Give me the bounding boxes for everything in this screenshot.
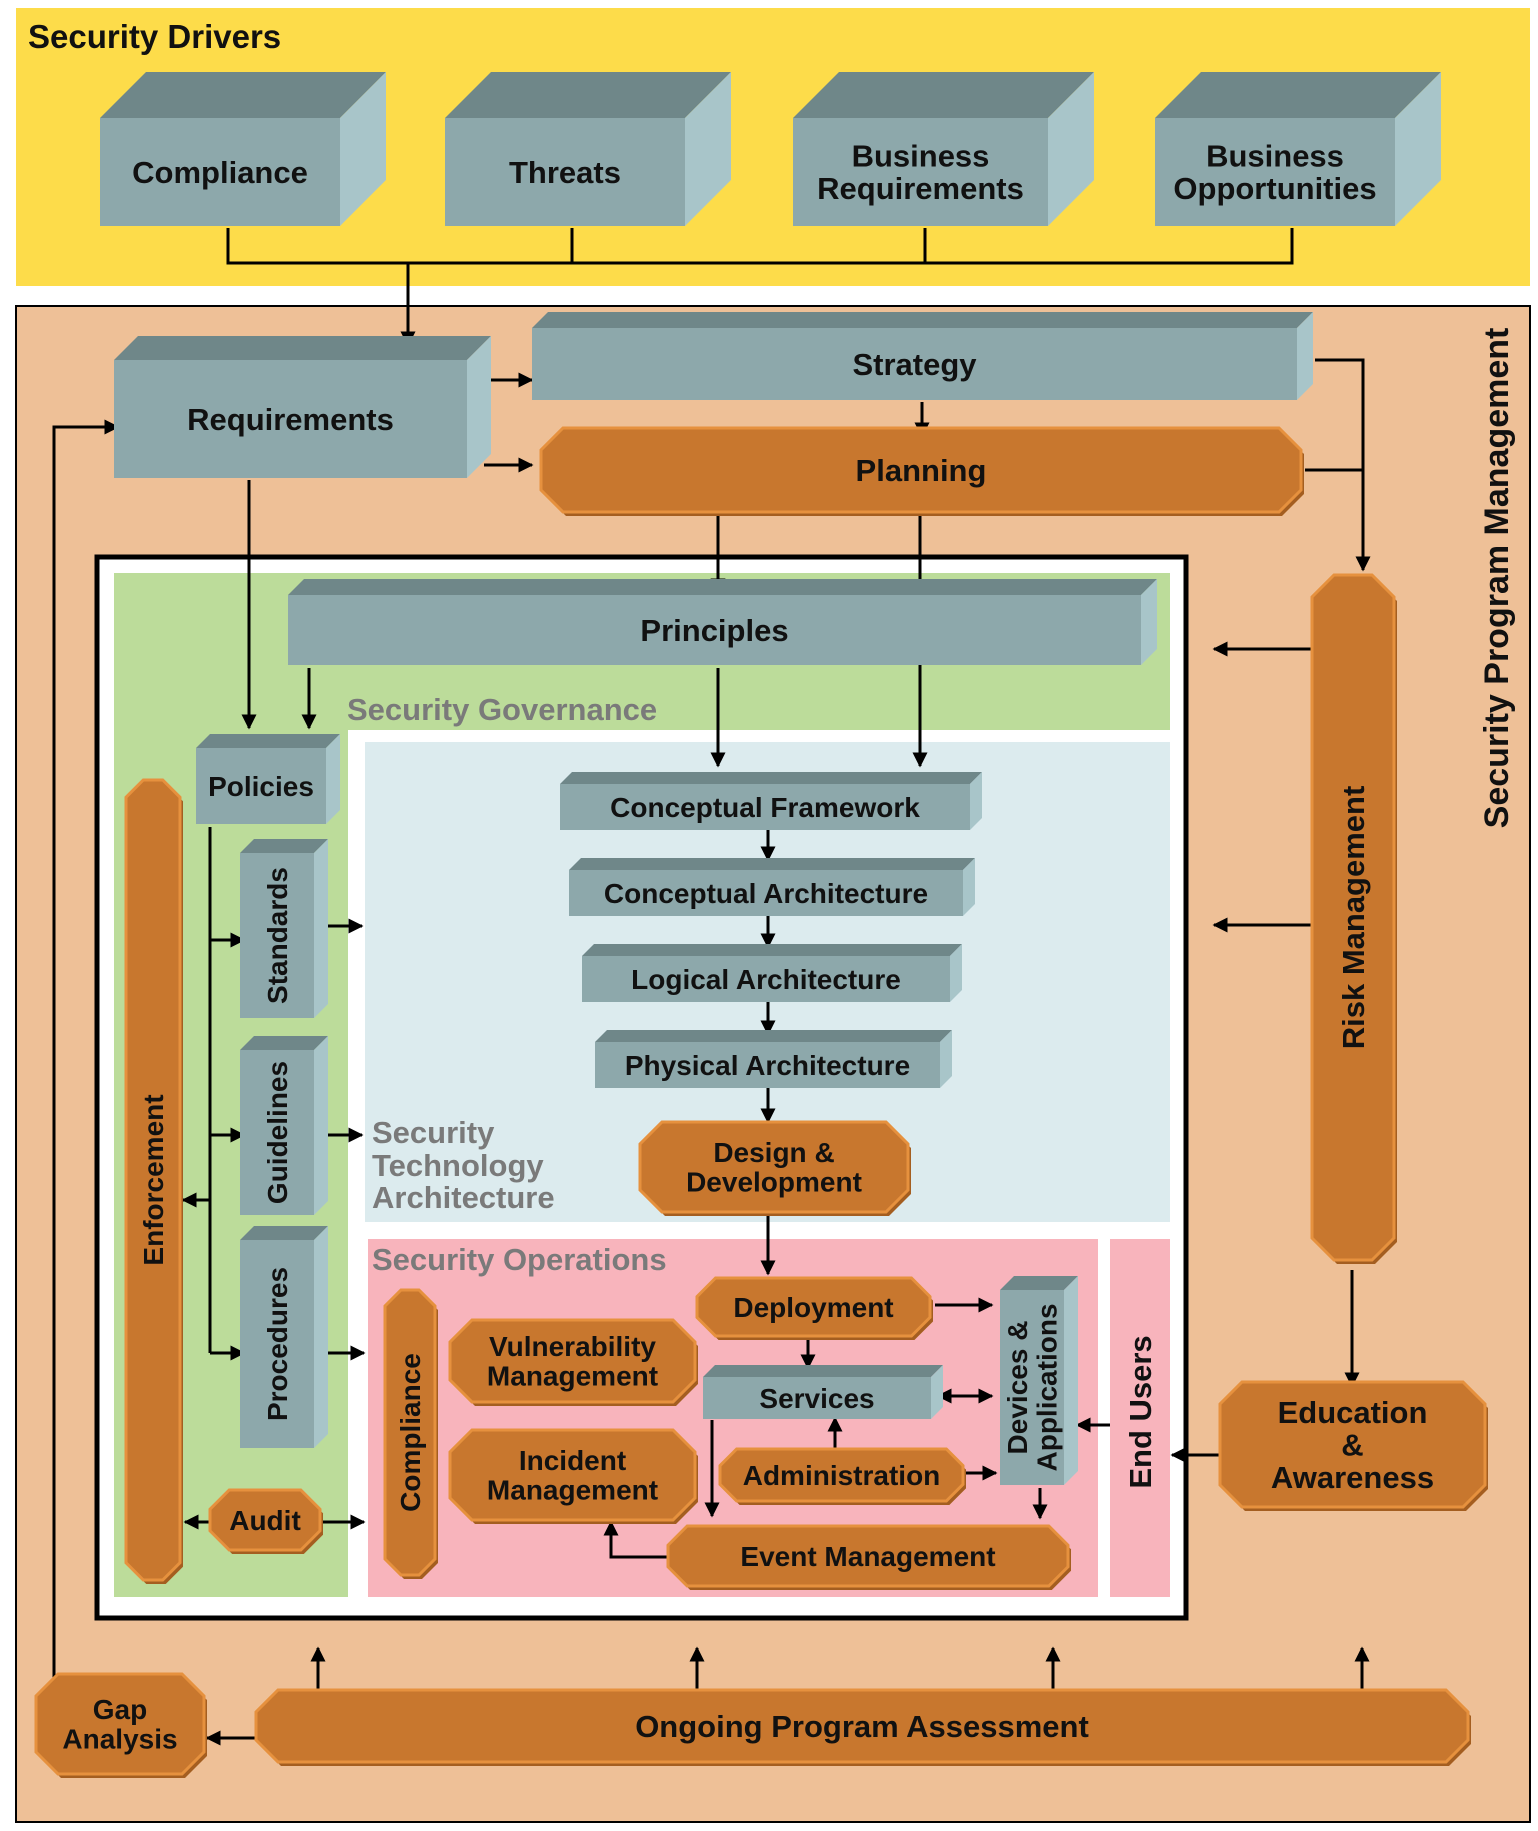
shape-label: Compliance (132, 155, 308, 190)
shape-label: Services (759, 1383, 874, 1414)
assessment-octagon: Ongoing Program Assessment (254, 1688, 1471, 1766)
shape-label: Strategy (852, 347, 977, 382)
shape-label: Business (1206, 139, 1344, 174)
shape-label: Analysis (62, 1724, 177, 1755)
shape-label: Development (686, 1167, 862, 1198)
deployment-octagon: Deployment (695, 1276, 933, 1340)
enforcement-octagon: Enforcement (124, 778, 183, 1584)
strategy-box: Strategy (532, 312, 1313, 400)
shape-label: Principles (640, 613, 788, 648)
services-box: Services (703, 1365, 943, 1419)
shape-label: Vulnerability (489, 1331, 656, 1362)
shape-label: Management (487, 1475, 658, 1506)
driver-threats: Threats (445, 72, 731, 226)
logical-architecture-box: Logical Architecture (582, 944, 962, 1002)
shape-label: Physical Architecture (625, 1050, 910, 1081)
shape-label: Awareness (1271, 1460, 1434, 1495)
shape-label: Compliance (395, 1353, 426, 1512)
driver-compliance: Compliance (100, 72, 386, 226)
standards-box: Standards (240, 839, 328, 1018)
shape-label: Requirements (187, 402, 394, 437)
planning-octagon: Planning (539, 426, 1304, 516)
policies-box: Policies (196, 734, 340, 824)
technology-title-line: Technology (372, 1148, 544, 1183)
requirements-box: Requirements (114, 336, 491, 478)
shape-label: Enforcement (138, 1094, 169, 1265)
shape-label: Policies (208, 771, 314, 802)
shape-label: & (1341, 1427, 1363, 1462)
shape-label: Threats (509, 155, 621, 190)
shape-label: Deployment (733, 1292, 893, 1323)
shape-label: Guidelines (262, 1061, 293, 1204)
security-governance-title: Security Governance (347, 692, 657, 727)
security-drivers-title: Security Drivers (28, 18, 281, 55)
security-program-title: Security Program Management (1478, 328, 1516, 829)
devices-applications-box: Devices &Applications (1000, 1276, 1078, 1485)
shape-label: Requirements (817, 171, 1024, 206)
event-management-octagon: Event Management (666, 1524, 1071, 1590)
shape-label: Procedures (262, 1267, 293, 1421)
shape-label: Administration (743, 1460, 941, 1491)
shape-label: Risk Management (1336, 786, 1371, 1050)
risk-management-octagon: Risk Management (1310, 573, 1397, 1264)
shape-label: Audit (229, 1505, 301, 1536)
end-users-label: End Users (1123, 1335, 1158, 1488)
shape-label: Gap (93, 1694, 147, 1725)
shape-label: Logical Architecture (631, 964, 901, 995)
connectors (52, 228, 1371, 1746)
principles-box: Principles (288, 579, 1157, 665)
education-octagon: Education&Awareness (1218, 1380, 1488, 1511)
security-operations-title: Security Operations (372, 1242, 667, 1277)
security-technology-architecture-label: Security Technology Architecture (372, 1115, 555, 1215)
shape-label: Ongoing Program Assessment (635, 1709, 1089, 1744)
technology-title-line: Security (372, 1115, 495, 1150)
arrow-event-to-incident (603, 1520, 668, 1559)
end-users-region: End Users (1110, 1239, 1170, 1597)
shape-label: Design & (713, 1137, 834, 1168)
shape-label: Opportunities (1173, 171, 1376, 206)
procedures-box: Procedures (240, 1226, 328, 1448)
shape-label: Devices & (1002, 1321, 1033, 1455)
drivers-bus-line (226, 228, 1294, 265)
design-development-octagon: Design &Development (638, 1120, 911, 1216)
arrow-gap-to-requirements (52, 419, 120, 1690)
shape-label: Planning (856, 453, 987, 488)
audit-octagon: Audit (208, 1488, 323, 1554)
shape-label: Applications (1032, 1303, 1063, 1471)
shape-label: Conceptual Framework (610, 792, 920, 823)
administration-octagon: Administration (718, 1447, 966, 1505)
shape-label: Education (1278, 1395, 1428, 1430)
compliance-octagon: Compliance (383, 1288, 438, 1579)
conceptual-framework-box: Conceptual Framework (560, 772, 982, 830)
shape-label: Event Management (740, 1541, 995, 1572)
shape-label: Incident (519, 1445, 626, 1476)
technology-title-line: Architecture (372, 1180, 555, 1215)
shape-label: Conceptual Architecture (604, 878, 928, 909)
arrow-strategy-to-risk (1315, 358, 1371, 572)
guidelines-box: Guidelines (240, 1036, 328, 1215)
conceptual-architecture-box: Conceptual Architecture (569, 858, 975, 916)
shape-label: Management (487, 1361, 658, 1392)
physical-architecture-box: Physical Architecture (595, 1030, 952, 1088)
shape-label: Standards (262, 867, 293, 1004)
shape-label: Business (852, 139, 990, 174)
